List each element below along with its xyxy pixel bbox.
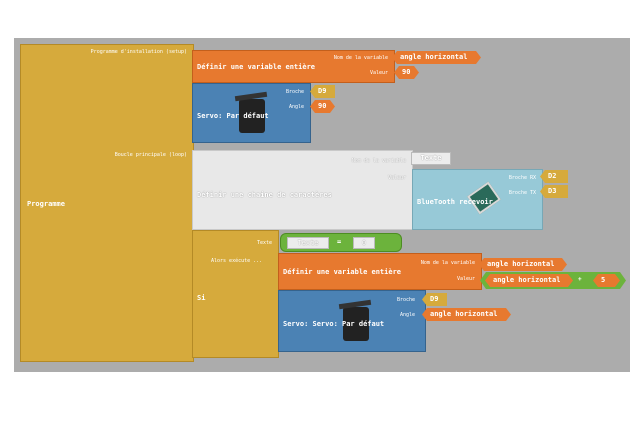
servo-image — [239, 99, 265, 133]
string-name-field[interactable]: Texte — [411, 152, 451, 165]
if-block[interactable]: Si Texte Alors exécute ... — [192, 230, 279, 358]
compare-operator[interactable]: = — [337, 238, 342, 246]
block-title: Servo: Par défaut — [197, 112, 269, 120]
value-label: Valeur — [456, 276, 475, 282]
variable-name-field[interactable]: angle horizontal — [392, 51, 481, 64]
condition-label: Texte — [256, 240, 272, 246]
name-label: Nom de la variable — [420, 260, 475, 266]
set-int-variable-block-loop[interactable]: Définir une variable entière Nom de la v… — [278, 253, 482, 290]
block-title: BlueTooth recevoir — [417, 198, 493, 206]
program-label: Programme — [27, 200, 65, 208]
angle-label: Angle — [399, 312, 415, 318]
angle-field[interactable]: 90 — [310, 100, 335, 113]
if-label: Si — [197, 294, 206, 302]
name-label: Nom de la variable — [333, 55, 388, 61]
math-expression-block[interactable]: angle horizontal + 5 — [480, 272, 626, 289]
block-title: Définir une variable entière — [197, 63, 316, 71]
pin-field[interactable]: D9 — [310, 85, 335, 98]
block-title: Définir une variable entière — [283, 268, 402, 276]
block-title: Servo: Servo: Par défaut — [283, 320, 385, 328]
rx-label: Broche RX — [508, 175, 536, 181]
compare-right-field[interactable]: 0 — [353, 237, 375, 249]
servo-block-loop[interactable]: Servo: Servo: Par défaut Broche Angle — [278, 290, 426, 352]
tx-pin-field[interactable]: D3 — [540, 185, 568, 198]
bluetooth-block[interactable]: BlueTooth recevoir Broche RX Broche TX — [412, 169, 543, 230]
expr-operator[interactable]: + — [578, 276, 582, 283]
name-label: Nom de la variable — [351, 158, 406, 164]
set-string-variable-block[interactable]: Définir une chaine de caractères Nom de … — [192, 150, 413, 230]
compare-left-field[interactable]: Texte — [287, 237, 329, 249]
then-label: Alors exécute ... — [211, 258, 263, 264]
rx-pin-field[interactable]: D2 — [540, 170, 568, 183]
value-label: Valeur — [369, 70, 388, 76]
angle-field[interactable]: angle horizontal — [422, 308, 511, 321]
value-field[interactable]: 90 — [394, 66, 419, 79]
servo-block[interactable]: Servo: Par défaut Broche Angle — [192, 83, 311, 143]
set-int-variable-block[interactable]: Définir une variable entière Nom de la v… — [192, 50, 395, 83]
setup-label: Programme d'installation (setup) — [90, 49, 187, 55]
pin-label: Broche — [396, 297, 415, 303]
block-title: Définir une chaine de caractères — [197, 191, 332, 199]
loop-label: Boucle principale (loop) — [114, 152, 187, 158]
pin-field[interactable]: D9 — [422, 293, 447, 306]
pin-label: Broche — [285, 89, 304, 95]
servo-image — [343, 307, 369, 341]
expr-right-field[interactable]: 5 — [593, 274, 620, 287]
compare-block[interactable]: Texte = 0 — [280, 233, 402, 252]
expr-left-field[interactable]: angle horizontal — [485, 274, 573, 287]
value-label: Valeur — [387, 175, 406, 181]
variable-name-field[interactable]: angle horizontal — [479, 258, 567, 271]
angle-label: Angle — [288, 104, 304, 110]
program-block[interactable]: Programme Programme d'installation (setu… — [20, 44, 194, 362]
tx-label: Broche TX — [508, 190, 536, 196]
